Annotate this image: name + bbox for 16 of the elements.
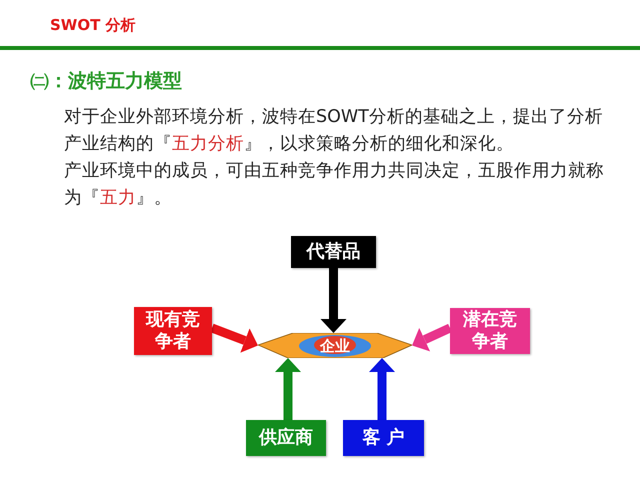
block-arrow bbox=[369, 358, 395, 420]
force-box: 供应商 bbox=[246, 420, 326, 456]
node-label: 企业 bbox=[320, 338, 350, 354]
slide-title: SWOT 分析 bbox=[50, 16, 136, 35]
force-box: 代替品 bbox=[291, 236, 376, 268]
force-box: 客 户 bbox=[343, 420, 424, 456]
force-box: 现有竞争者 bbox=[134, 307, 212, 355]
body-paragraph: 产业环境中的成员，可由五种竞争作用力共同决定，五股作用力就称为『五力』。 bbox=[64, 160, 605, 210]
hexagon-node bbox=[258, 333, 412, 358]
block-arrow bbox=[275, 358, 301, 420]
block-arrow bbox=[210, 324, 258, 353]
block-arrow bbox=[412, 324, 452, 352]
force-box: 潜在竞争者 bbox=[450, 308, 530, 354]
block-arrow bbox=[320, 268, 346, 333]
section-heading: ㈡：波特五力模型 bbox=[30, 69, 182, 94]
body-paragraph: 对于企业外部环境分析，波特在SOWT分析的基础之上，提出了分析产业结构的『五力分析』，以求策略分析的细化和深化。 bbox=[64, 106, 604, 156]
